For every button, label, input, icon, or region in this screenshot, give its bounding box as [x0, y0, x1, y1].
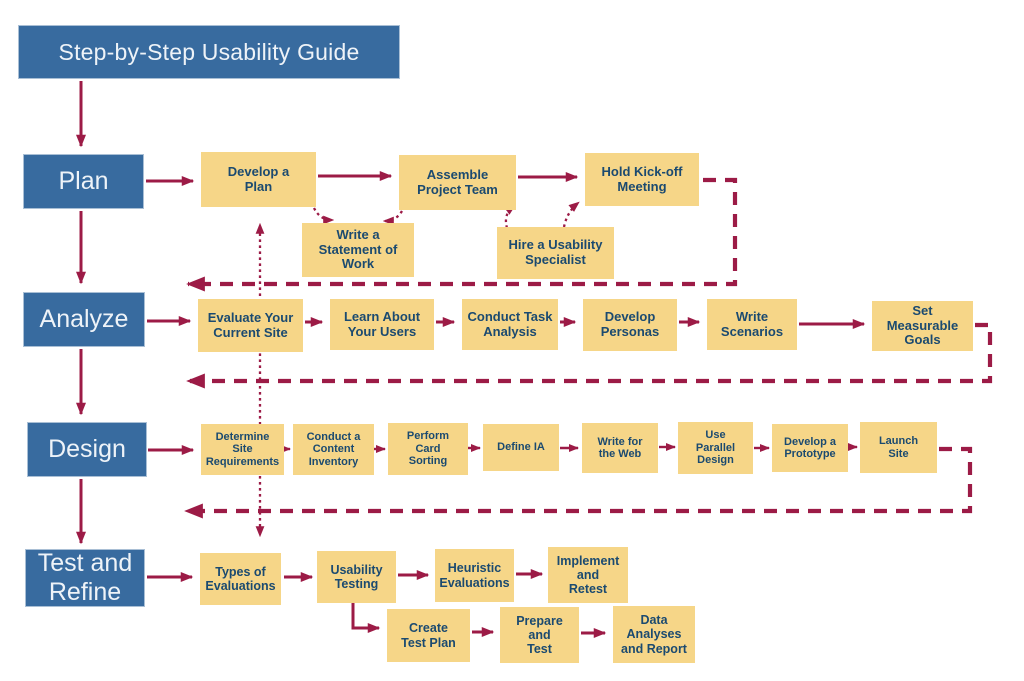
step-implement-and-retest: Implement and Retest [548, 547, 628, 603]
step-set-measurable-goals: Set Measurable Goals [872, 301, 973, 351]
step-use-parallel-design: Use Parallel Design [678, 422, 753, 474]
step-conduct-task-analysis: Conduct Task Analysis [462, 299, 558, 350]
step-usability-testing: Usability Testing [317, 551, 396, 603]
step-conduct-content-inventory: Conduct a Content Inventory [293, 424, 374, 475]
step-create-test-plan: Create Test Plan [387, 609, 470, 662]
step-prepare-and-test: Prepare and Test [500, 607, 579, 663]
edge-dotted-hire-to-kickoff [562, 201, 580, 228]
edge-loop-analyze-feedback [186, 322, 993, 389]
diagram-title: Step-by-Step Usability Guide [18, 25, 400, 79]
step-heuristic-evaluations: Heuristic Evaluations [435, 549, 514, 602]
step-assemble-team: Assemble Project Team [399, 155, 516, 210]
step-perform-card-sorting: Perform Card Sorting [388, 423, 468, 475]
step-evaluate-current-site: Evaluate Your Current Site [198, 299, 303, 352]
step-define-ia: Define IA [483, 424, 559, 471]
edge-dotted-develop-to-sow [312, 207, 335, 225]
step-write-scenarios: Write Scenarios [707, 299, 797, 350]
phase-test-refine: Test and Refine [25, 549, 145, 607]
edge-dotted-hire-to-assemble [504, 204, 516, 229]
edge-usability-to-createplan [351, 603, 381, 633]
phase-analyze: Analyze [23, 292, 145, 347]
step-launch-site: Launch Site [860, 422, 937, 473]
edge-dotted-assemble-to-sow [382, 210, 403, 226]
step-hire-specialist: Hire a Usability Specialist [497, 227, 614, 279]
step-develop-personas: Develop Personas [583, 299, 677, 351]
step-data-analyses-report: Data Analyses and Report [613, 606, 695, 663]
step-develop-prototype: Develop a Prototype [772, 424, 848, 472]
step-statement-of-work: Write a Statement of Work [302, 223, 414, 277]
phase-design: Design [27, 422, 147, 477]
step-types-of-evaluations: Types of Evaluations [200, 553, 281, 605]
step-learn-about-users: Learn About Your Users [330, 299, 434, 350]
step-develop-plan: Develop a Plan [201, 152, 316, 207]
step-kickoff-meeting: Hold Kick-off Meeting [585, 153, 699, 206]
phase-plan: Plan [23, 154, 144, 209]
step-write-for-web: Write for the Web [582, 423, 658, 473]
edge-loop-design-feedback [184, 446, 973, 519]
step-determine-site-requirements: Determine Site Requirements [201, 424, 284, 475]
